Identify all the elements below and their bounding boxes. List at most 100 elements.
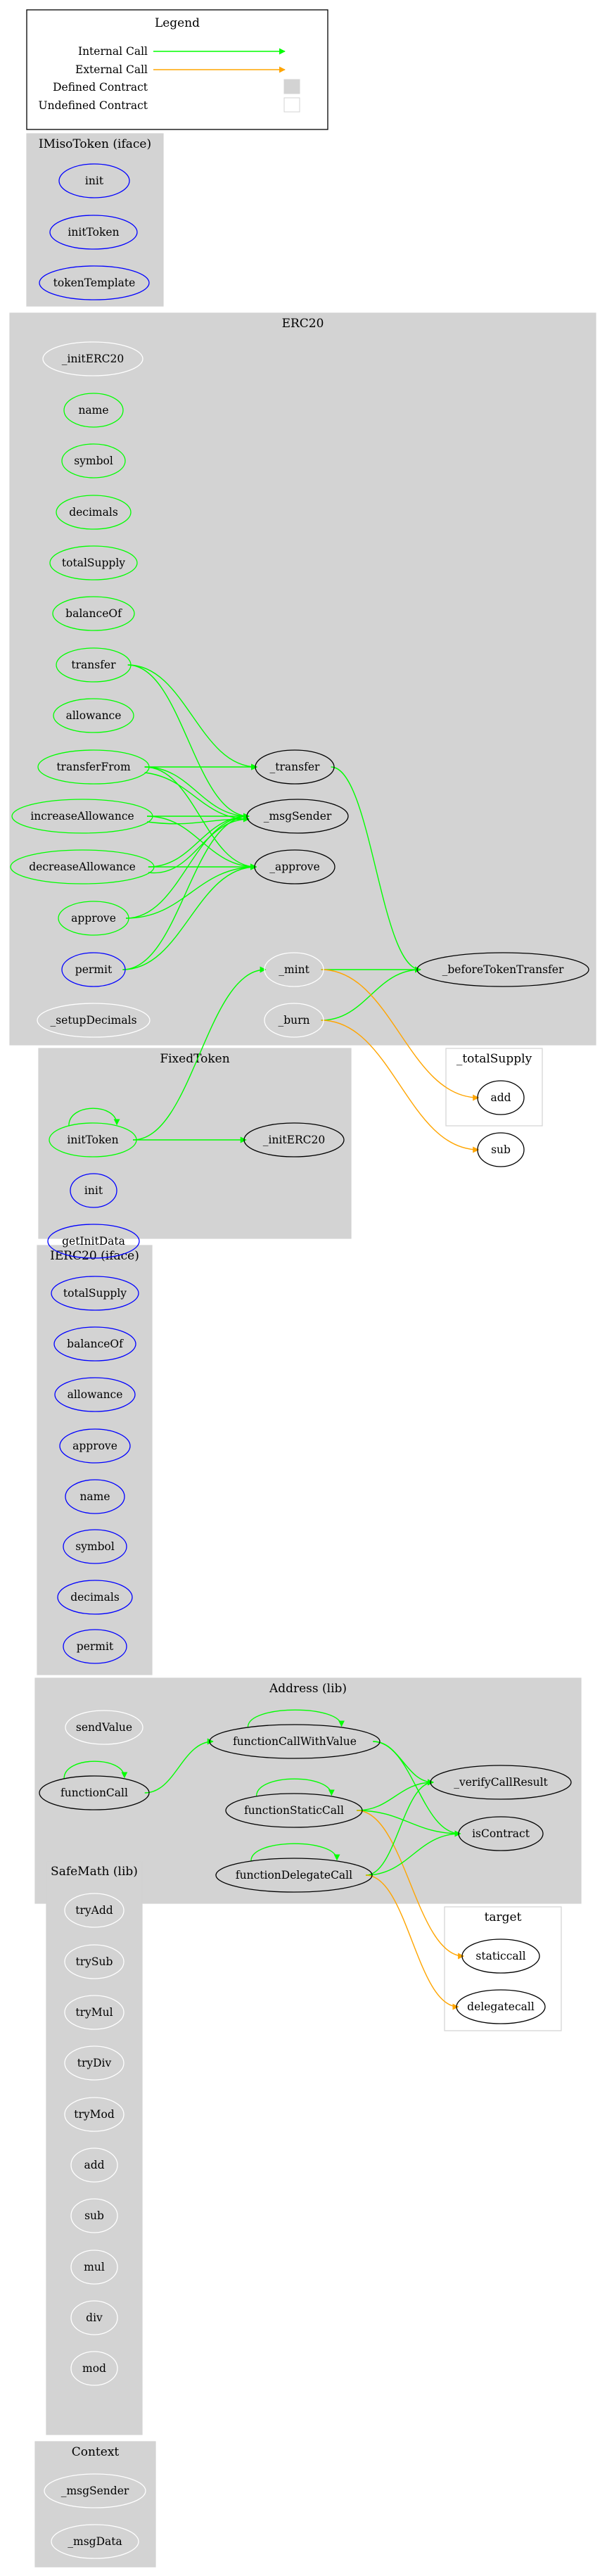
node-ellipse	[44, 2473, 146, 2508]
node-i-symbol[interactable]: symbol	[63, 1529, 127, 1564]
node-e-increaseallowance[interactable]: increaseAllowance	[11, 799, 153, 834]
cluster-title-erc20: ERC20	[282, 317, 324, 331]
node-s-mul[interactable]: mul	[70, 2250, 118, 2285]
edge-a-functionstaticcall-to-t-staticcall-32	[357, 1810, 465, 1960]
node-e-initerc20[interactable]: _initERC20	[42, 341, 143, 376]
node-s-trydiv[interactable]: tryDiv	[64, 2045, 124, 2081]
node-e-beforetokentransfer[interactable]: _beforeTokenTransfer	[416, 952, 589, 987]
node-ellipse	[254, 849, 336, 884]
node-ellipse	[70, 2351, 118, 2386]
edge-e-burn-to-ts-sub-20	[321, 1020, 480, 1153]
node-s-trysub[interactable]: trySub	[64, 1944, 124, 1979]
node-ellipse	[39, 265, 150, 300]
node-ellipse	[51, 1276, 139, 1311]
node-s-sub[interactable]: sub	[70, 2198, 118, 2233]
node-e-approve[interactable]: approve	[58, 901, 129, 936]
node-e-decreaseallowance[interactable]: decreaseAllowance	[10, 849, 155, 884]
node-a-functioncall[interactable]: functionCall	[39, 1775, 150, 1810]
node-e-allowance[interactable]: allowance	[53, 698, 134, 733]
node-e-name[interactable]: name	[63, 393, 124, 428]
node-label: permit	[77, 1640, 114, 1653]
edge-e-decreaseallowance-to-e-msgsender-10	[148, 813, 250, 868]
node-c-msgsender[interactable]: _msgSender	[44, 2473, 146, 2508]
node-i-permit[interactable]: permit	[63, 1629, 127, 1664]
node-ellipse	[64, 1893, 124, 1928]
node-s-trymul[interactable]: tryMul	[64, 1995, 124, 2030]
node-ellipse	[70, 2198, 118, 2233]
node-i-allowance[interactable]: allowance	[54, 1377, 136, 1412]
node-ellipse	[70, 2300, 118, 2335]
node-ts-add[interactable]: add	[477, 1080, 525, 1115]
node-im-init[interactable]: init	[58, 163, 130, 198]
node-e-approve[interactable]: _approve	[254, 849, 336, 884]
node-a-verifycallresult[interactable]: _verifyCallResult	[430, 1765, 572, 1800]
node-ellipse	[56, 495, 132, 530]
node-e-mint[interactable]: _mint	[264, 952, 324, 987]
node-s-mod[interactable]: mod	[70, 2351, 118, 2386]
node-a-functiondelegatecall[interactable]: functionDelegateCall	[215, 1858, 373, 1893]
node-e-msgsender[interactable]: _msgSender	[246, 799, 349, 834]
edge-a-functiondelegatecall-to-t-delegatecall-36	[366, 1874, 459, 2010]
edge-a-functioncall-to-a-functioncallwithvalue-25	[144, 1738, 214, 1794]
node-i-decimals[interactable]: decimals	[57, 1580, 133, 1615]
node-ellipse	[461, 1939, 540, 1974]
node-e-totalsupply[interactable]: totalSupply	[49, 545, 138, 580]
node-ellipse	[70, 2250, 118, 2285]
node-f-initerc20[interactable]: _initERC20	[243, 1122, 345, 1157]
node-f-inittoken[interactable]: initToken	[49, 1122, 137, 1157]
node-i-name[interactable]: name	[65, 1479, 125, 1514]
node-i-balanceof[interactable]: balanceOf	[53, 1326, 136, 1362]
node-e-decimals[interactable]: decimals	[56, 495, 132, 530]
node-label: tokenTemplate	[53, 277, 136, 289]
edge-e-decreaseallowance-to-e-msgsender-11	[148, 816, 250, 874]
node-e-burn[interactable]: _burn	[264, 1003, 324, 1038]
node-f-getinitdata[interactable]: getInitData	[47, 1224, 140, 1259]
node-ellipse	[59, 1428, 131, 1464]
node-e-transfer[interactable]: transfer	[56, 647, 132, 683]
node-t-delegatecall[interactable]: delegatecall	[456, 1989, 546, 2024]
node-label: balanceOf	[65, 607, 122, 620]
node-t-staticcall[interactable]: staticcall	[461, 1939, 540, 1974]
node-ellipse	[52, 596, 135, 631]
node-label: tryAdd	[75, 1904, 113, 1917]
node-s-tryadd[interactable]: tryAdd	[64, 1893, 124, 1928]
node-ellipse	[11, 799, 153, 834]
node-a-sendvalue[interactable]: sendValue	[65, 1710, 143, 1745]
node-a-functioncallwithvalue[interactable]: functionCallWithValue	[209, 1724, 381, 1759]
node-im-tokentemplate[interactable]: tokenTemplate	[39, 265, 150, 300]
node-ellipse	[61, 443, 126, 478]
node-f-init[interactable]: init	[70, 1173, 117, 1208]
node-label: approve	[71, 912, 116, 925]
legend-swatch-defined-contract	[283, 79, 300, 94]
node-s-div[interactable]: div	[70, 2300, 118, 2335]
node-ts-sub[interactable]: sub	[477, 1132, 525, 1167]
node-label: tryDiv	[77, 2057, 112, 2069]
cluster-title-context: Context	[72, 2445, 120, 2459]
node-label: decreaseAllowance	[29, 861, 136, 873]
node-e-permit[interactable]: permit	[61, 952, 126, 987]
node-e-balanceof[interactable]: balanceOf	[52, 596, 135, 631]
node-label: transfer	[71, 659, 116, 671]
node-e-transferfrom[interactable]: transferFrom	[37, 749, 150, 785]
node-im-inittoken[interactable]: initToken	[49, 215, 138, 250]
node-e-transfer[interactable]: _transfer	[255, 749, 335, 785]
node-ellipse	[64, 2045, 124, 2081]
node-ellipse	[51, 2524, 139, 2559]
node-e-symbol[interactable]: symbol	[61, 443, 126, 478]
node-i-approve[interactable]: approve	[59, 1428, 131, 1464]
node-label: _initERC20	[62, 353, 124, 365]
node-s-trymod[interactable]: tryMod	[64, 2097, 124, 2132]
node-i-totalsupply[interactable]: totalSupply	[51, 1276, 139, 1311]
node-a-functionstaticcall[interactable]: functionStaticCall	[225, 1793, 363, 1828]
node-c-msgdata[interactable]: _msgData	[51, 2524, 139, 2559]
node-label: transferFrom	[56, 761, 131, 773]
node-s-add[interactable]: add	[70, 2147, 118, 2183]
node-ellipse	[264, 952, 324, 987]
node-e-setupdecimals[interactable]: _setupDecimals	[37, 1003, 151, 1038]
node-label: functionCall	[60, 1787, 128, 1799]
cluster-title-safemath: SafeMath (lib)	[51, 1865, 138, 1879]
node-a-iscontract[interactable]: isContract	[458, 1816, 544, 1851]
node-label: add	[84, 2159, 104, 2171]
node-label: _msgSender	[264, 810, 332, 823]
cluster-title-ierc20: IERC20 (iface)	[50, 1249, 139, 1263]
